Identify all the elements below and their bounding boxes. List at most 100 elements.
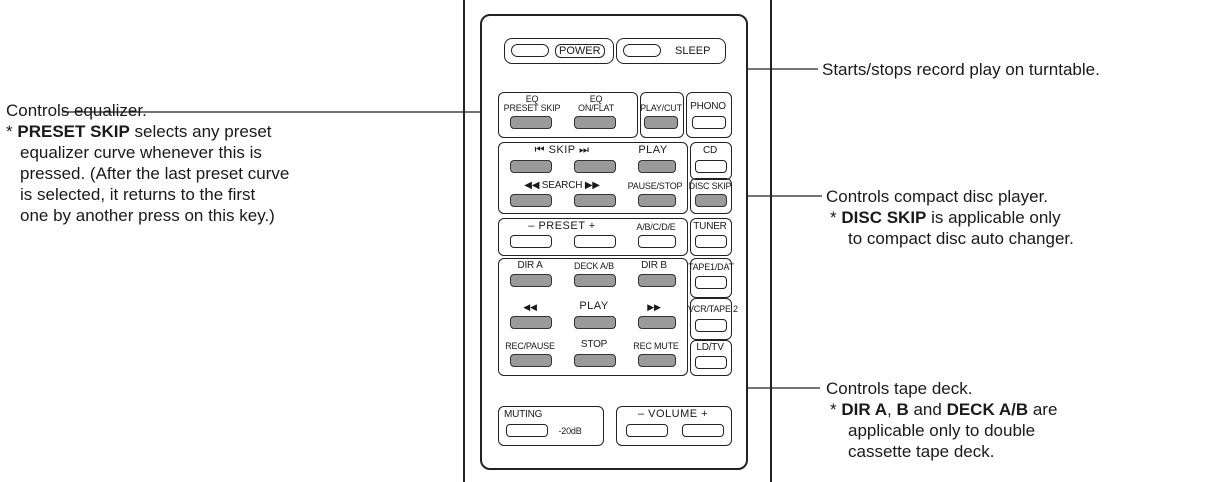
skip-back-button[interactable]: [510, 160, 552, 173]
rewind-button[interactable]: [510, 316, 552, 329]
sleep-button[interactable]: SLEEP: [616, 38, 726, 64]
tape-desc-line2: applicable only to double: [848, 421, 1036, 440]
preset-label: – PRESET +: [528, 220, 596, 232]
rewind-label: ◀◀: [523, 302, 537, 312]
power-button[interactable]: POWER: [504, 38, 614, 64]
search-back-button[interactable]: [510, 194, 552, 207]
equalizer-title: Controls equalizer.: [6, 101, 147, 120]
eq-preset-skip-top-label: EQ: [525, 94, 539, 104]
equalizer-annotation: Controls equalizer. * PRESET SKIP select…: [6, 100, 289, 226]
skip-forward-button[interactable]: [574, 160, 616, 173]
abcde-button[interactable]: [638, 235, 676, 248]
tape-desc-line3: cassette tape deck.: [848, 442, 995, 461]
eq-on-flat-button[interactable]: [574, 116, 616, 129]
dir-b-button[interactable]: [638, 274, 676, 287]
deck-ab-button[interactable]: [574, 274, 616, 287]
stop-button[interactable]: [574, 354, 616, 367]
tape-text: are: [1028, 400, 1058, 419]
skip-label: ⏮ SKIP ⏭: [534, 144, 590, 156]
turntable-annotation: Starts/stops record play on turntable.: [822, 59, 1100, 80]
volume-up-button[interactable]: [682, 424, 724, 437]
remote-control: POWER SLEEP EQ PRESET SKIP EQ ON/FLAT PL…: [480, 14, 748, 470]
tuner-button[interactable]: [695, 235, 727, 248]
fast-forward-button[interactable]: [638, 316, 676, 329]
cd-group: [498, 142, 688, 214]
preset-skip-key: PRESET SKIP: [17, 122, 130, 141]
stop-label: STOP: [580, 339, 608, 350]
power-key: [511, 44, 549, 57]
pause-stop-button[interactable]: [638, 194, 676, 207]
muting-label: MUTING: [504, 409, 543, 420]
tuner-group: [690, 218, 732, 256]
phono-group: [686, 92, 732, 138]
ld-tv-button[interactable]: [695, 356, 727, 369]
tuner-label: TUNER: [693, 221, 727, 232]
cd-source-group: [690, 142, 732, 180]
dir-a-key: DIR A: [841, 400, 888, 419]
turntable-group: [640, 92, 684, 138]
eq-on-flat-label: ON/FLAT: [578, 103, 614, 113]
muting-button[interactable]: [506, 424, 548, 437]
tape-play-label: PLAY: [579, 300, 609, 312]
left-divider-line: [463, 0, 465, 482]
eq-on-flat-top-label: EQ: [589, 94, 603, 104]
search-forward-button[interactable]: [574, 194, 616, 207]
abcde-label: A/B/C/D/E: [636, 222, 676, 232]
tape-play-button[interactable]: [574, 316, 616, 329]
cd-button[interactable]: [695, 160, 727, 173]
tape-group: [498, 258, 688, 376]
rec-pause-label: REC/PAUSE: [505, 341, 555, 351]
deck-ab-label: DECK A/B: [574, 261, 614, 271]
power-label: POWER: [555, 44, 605, 58]
cd-play-button[interactable]: [638, 160, 676, 173]
deck-ab-key: DECK A/B: [946, 400, 1029, 419]
tape-annotation: Controls tape deck. * DIR A, B and DECK …: [826, 378, 1057, 462]
vcr-tape2-button[interactable]: [695, 319, 727, 332]
equalizer-desc-line1: * PRESET SKIP selects any preset: [6, 121, 289, 142]
dir-a-label: DIR A: [517, 260, 543, 271]
search-label: ◀◀ SEARCH ▶▶: [524, 180, 600, 191]
equalizer-desc-line3: pressed. (After the last preset curve: [20, 164, 290, 183]
sleep-key: [623, 44, 661, 57]
phono-button[interactable]: [692, 116, 726, 129]
rec-pause-button[interactable]: [510, 354, 552, 367]
equalizer-desc-line4: is selected, it returns to the first: [20, 185, 256, 204]
phono-label: PHONO: [690, 101, 726, 112]
volume-group: [616, 406, 732, 446]
ld-tv-label: LD/TV: [696, 342, 724, 353]
volume-label: – VOLUME +: [637, 408, 709, 420]
disc-skip-label: DISC SKIP: [688, 181, 732, 191]
cd-title: Controls compact disc player.: [826, 187, 1049, 206]
right-divider-line: [770, 0, 772, 482]
dir-a-button[interactable]: [510, 274, 552, 287]
eq-preset-skip-label: PRESET SKIP: [503, 103, 561, 113]
rec-mute-button[interactable]: [638, 354, 676, 367]
preset-down-button[interactable]: [510, 235, 552, 248]
play-cut-button[interactable]: [644, 116, 678, 129]
preset-up-button[interactable]: [574, 235, 616, 248]
vcr-group: [690, 298, 732, 340]
eq-preset-skip-button[interactable]: [510, 116, 552, 129]
cd-label: CD: [702, 145, 718, 156]
equalizer-desc-line5: one by another press on this key.): [20, 206, 275, 225]
b-key: B: [896, 400, 909, 419]
volume-down-button[interactable]: [626, 424, 668, 437]
tape1-dat-button[interactable]: [695, 276, 727, 289]
muting-group: [498, 406, 604, 446]
tuner-preset-group: [498, 218, 688, 256]
disc-skip-group: [690, 178, 732, 214]
bullet: *: [830, 400, 837, 419]
dir-b-label: DIR B: [641, 260, 667, 271]
cd-annotation: Controls compact disc player. * DISC SKI…: [826, 186, 1074, 249]
sep: ,: [887, 400, 897, 419]
tape1-dat-label: TAPE1/DAT: [688, 262, 734, 272]
equalizer-desc-line2: equalizer curve whenever this is: [20, 143, 262, 162]
tape-title: Controls tape deck.: [826, 379, 973, 398]
cd-desc-line2: to compact disc auto changer.: [848, 229, 1074, 248]
pause-stop-label: PAUSE/STOP: [627, 181, 683, 191]
disc-skip-key: DISC SKIP: [841, 208, 927, 227]
fast-forward-label: ▶▶: [647, 302, 661, 312]
disc-skip-button[interactable]: [695, 194, 727, 207]
eq-group: [498, 92, 638, 138]
ldtv-group: [690, 340, 732, 376]
